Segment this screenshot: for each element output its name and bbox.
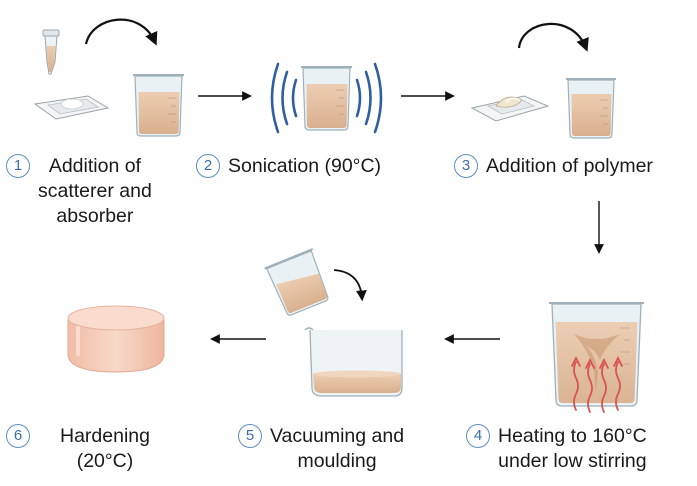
step-number-badge: 1	[6, 154, 30, 178]
step-5-label: 5 Vacuuming and moulding	[238, 424, 404, 474]
heat-arrows-icon	[571, 355, 623, 413]
step-2-label: 2 Sonication (90°C)	[196, 154, 381, 179]
step-label-line: absorber	[56, 205, 134, 227]
beaker-icon	[566, 78, 616, 139]
step2-illustration	[270, 62, 383, 134]
step-number-badge: 2	[196, 154, 220, 178]
step-number-badge: 6	[6, 424, 30, 448]
step-1-label: 1 Addition of scatterer and absorber	[6, 154, 152, 229]
step-label-line: Hardening	[60, 425, 150, 447]
step-label-line: moulding	[297, 450, 377, 472]
step-label-line: Addition of	[48, 155, 141, 177]
sound-waves-icon	[270, 62, 383, 134]
step-4-label: 4 Heating to 160°C under low stirring	[466, 424, 647, 474]
step-label-line: (20°C)	[76, 450, 134, 472]
step-6-label: 6 Hardening (20°C)	[6, 424, 150, 474]
step-label-line: Heating to 160°C	[498, 425, 647, 447]
step-label-line: Vacuuming and	[270, 425, 405, 447]
curved-arrow-icon	[333, 269, 367, 302]
weighing-boat-icon	[470, 95, 550, 122]
eppendorf-tube-icon	[42, 29, 60, 75]
beaker-icon	[549, 302, 644, 407]
hardened-sample-icon	[67, 305, 165, 373]
step-number-badge: 4	[466, 424, 490, 448]
mould-dish-icon	[304, 327, 403, 397]
step3-illustration	[470, 22, 616, 139]
step5-illustration	[264, 248, 403, 397]
vortex-icon	[574, 334, 620, 392]
weighing-boat-icon	[33, 95, 110, 120]
step-number-badge: 5	[238, 424, 262, 448]
step-label-line: Sonication (90°C)	[228, 155, 382, 177]
step-3-label: 3 Addition of polymer	[454, 154, 653, 179]
pouring-beaker-icon	[264, 248, 329, 316]
step-label-line: under low stirring	[498, 450, 647, 472]
step-number-badge: 3	[454, 154, 478, 178]
curved-arrow-icon	[84, 18, 158, 46]
beaker-icon	[301, 66, 352, 131]
step-label-line: scatterer and	[38, 180, 152, 202]
step-label-line: Addition of polymer	[486, 155, 653, 177]
step1-illustration	[33, 18, 184, 137]
curved-arrow-icon	[517, 22, 589, 52]
step4-illustration	[549, 302, 644, 413]
beaker-icon	[133, 74, 184, 137]
